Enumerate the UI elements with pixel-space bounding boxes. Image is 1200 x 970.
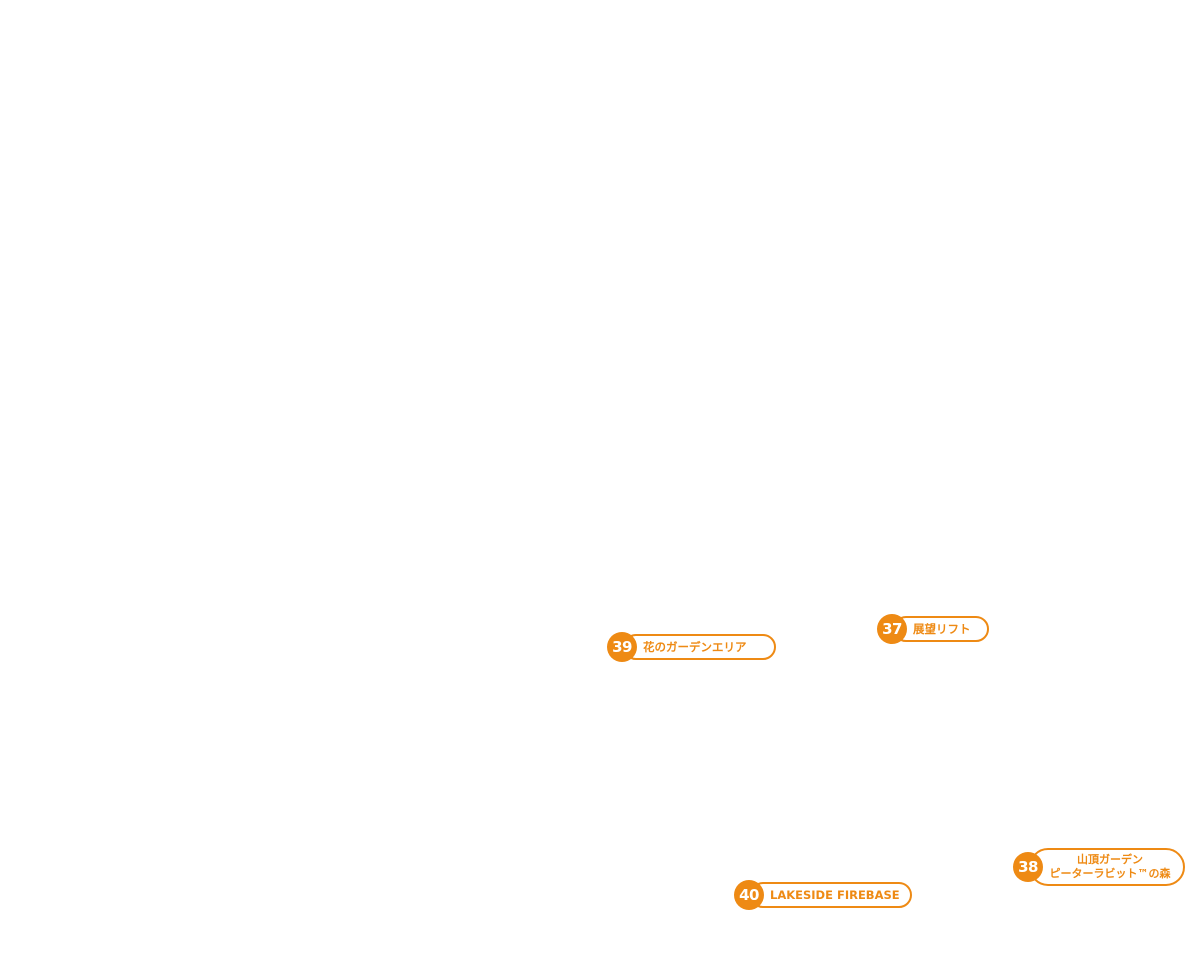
marker-label-line-2: ピーターラビット™の森 [1049,867,1171,880]
marker-number-badge: 38 [1013,852,1043,882]
marker-label: 展望リフト [893,616,989,642]
marker-label: LAKESIDE FIREBASE [750,882,912,908]
map-marker-40[interactable]: 40 LAKESIDE FIREBASE [734,880,912,910]
map-marker-37[interactable]: 37 展望リフト [877,614,989,644]
map-marker-39[interactable]: 39 花のガーデンエリア [607,632,776,662]
marker-label: 花のガーデンエリア [623,634,776,660]
marker-number-badge: 40 [734,880,764,910]
marker-label: 山頂ガーデン ピーターラビット™の森 [1029,848,1185,886]
marker-label-line-1: 山頂ガーデン [1077,853,1143,866]
marker-number-badge: 37 [877,614,907,644]
map-marker-38[interactable]: 38 山頂ガーデン ピーターラビット™の森 [1013,848,1185,886]
marker-number-badge: 39 [607,632,637,662]
